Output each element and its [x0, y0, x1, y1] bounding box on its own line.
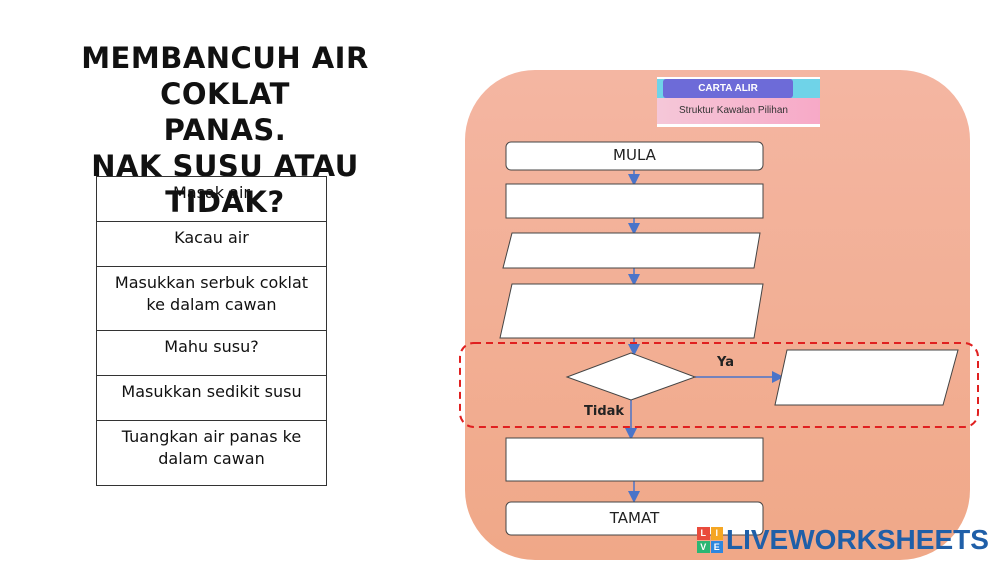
liveworksheets-watermark: L I V E LIVEWORKSHEETS: [697, 524, 989, 556]
worksheet-title: MEMBANCUH AIR COKLAT PANAS. NAK SUSU ATA…: [30, 40, 420, 220]
step-text: Masukkan serbuk coklat: [114, 273, 309, 292]
start-terminal: [505, 141, 764, 171]
step-text: Masukkan sedikit susu: [121, 382, 302, 401]
step-item[interactable]: Masukkan serbuk coklat ke dalam cawan: [97, 267, 326, 331]
drop-box-input-2[interactable]: [499, 283, 764, 339]
step-text: Tuangkan air panas ke: [121, 427, 302, 446]
title-line-3: NAK SUSU ATAU TIDAK?: [91, 149, 359, 219]
drop-box-input-1[interactable]: [502, 232, 761, 269]
step-item[interactable]: Masak air: [97, 177, 326, 222]
title-line-2: PANAS.: [163, 113, 287, 147]
drop-box-process-1[interactable]: [505, 183, 764, 219]
title-line-1: MEMBANCUH AIR COKLAT: [81, 41, 369, 111]
liveworksheets-logo-icon: L I V E: [697, 527, 723, 553]
step-text: Mahu susu?: [164, 337, 259, 356]
logo-letter: I: [710, 527, 723, 540]
selection-highlight-box: [459, 342, 979, 428]
card-subheading: Struktur Kawalan Pilihan: [657, 98, 820, 124]
logo-letter: E: [710, 540, 723, 553]
logo-letter: V: [697, 540, 710, 553]
step-text: Masak air: [173, 183, 250, 202]
step-text: dalam cawan: [158, 449, 265, 468]
yes-branch-label: Ya: [717, 355, 734, 370]
drop-box-yes-branch[interactable]: [774, 349, 959, 406]
end-terminal: [505, 501, 764, 536]
logo-letter: L: [697, 527, 710, 540]
drop-box-decision[interactable]: [565, 352, 697, 401]
card-heading: CARTA ALIR: [663, 79, 793, 98]
carta-alir-card: CARTA ALIR Struktur Kawalan Pilihan: [657, 77, 820, 127]
step-item[interactable]: Tuangkan air panas ke dalam cawan: [97, 421, 326, 485]
step-item[interactable]: Mahu susu?: [97, 331, 326, 376]
no-branch-label: Tidak: [584, 404, 625, 419]
step-text: ke dalam cawan: [146, 295, 277, 314]
start-label: MULA: [613, 146, 656, 164]
watermark-text: LIVEWORKSHEETS: [726, 524, 989, 555]
steps-table: Masak air Kacau air Masukkan serbuk cokl…: [96, 176, 327, 486]
drop-box-process-2[interactable]: [505, 437, 764, 482]
step-text: Kacau air: [174, 228, 249, 247]
step-item[interactable]: Kacau air: [97, 222, 326, 267]
step-item[interactable]: Masukkan sedikit susu: [97, 376, 326, 421]
end-label: TAMAT: [609, 509, 660, 527]
